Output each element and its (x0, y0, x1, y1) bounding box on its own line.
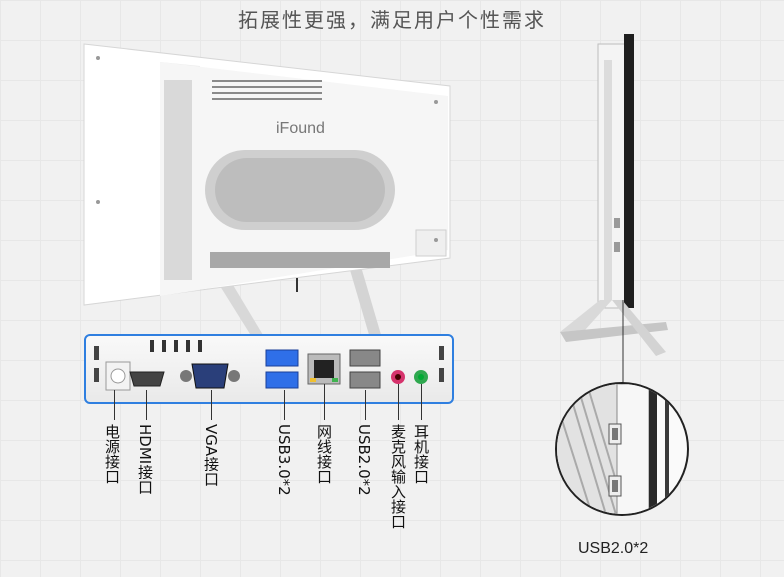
port-label-vga: VGA接口 (202, 424, 220, 487)
leader-line (324, 384, 325, 420)
port-label-lan: 网线接口 (315, 424, 333, 484)
leader-line (284, 390, 285, 420)
brand-logo: iFound (276, 120, 325, 137)
port-label-hdmi: HDMI接口 (136, 424, 154, 495)
side-usb-caption: USB2.0*2 (578, 540, 649, 557)
leader-line (114, 390, 115, 420)
leader-line (146, 390, 147, 420)
port-label-mic: 麦克风输入接口 (389, 424, 407, 529)
port-panel (84, 334, 454, 404)
leader-line (365, 390, 366, 420)
headline: 拓展性更强，满足用户个性需求 (238, 8, 546, 32)
leader-line (211, 390, 212, 420)
side-usb-zoom-image (557, 384, 669, 514)
port-label-headphone: 耳机接口 (412, 424, 430, 484)
port-label-usb3: USB3.0*2 (275, 424, 293, 496)
side-usb-zoom (555, 382, 689, 516)
port-panel-ports (94, 340, 444, 391)
leader-line (421, 384, 422, 420)
port-label-power: 电源接口 (103, 424, 121, 484)
port-label-usb2: USB2.0*2 (355, 424, 373, 496)
leader-line (398, 384, 399, 420)
